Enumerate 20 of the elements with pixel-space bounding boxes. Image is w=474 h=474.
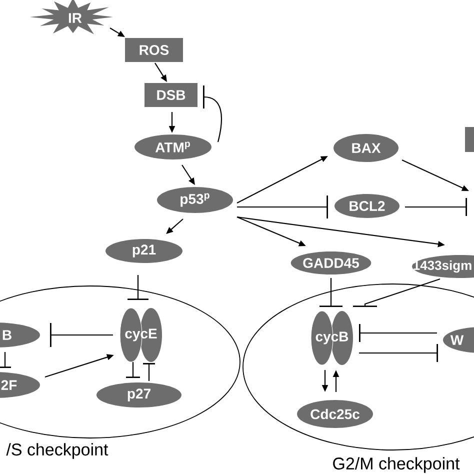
inhibition-line bbox=[128, 275, 148, 300]
checkpoint-label: /S checkpoint bbox=[6, 443, 108, 459]
inhibition-line bbox=[359, 344, 438, 362]
inhibition-line bbox=[359, 324, 437, 342]
inhibition-line bbox=[320, 278, 342, 307]
inhibition-line bbox=[353, 278, 440, 307]
inhibition-line bbox=[0, 352, 11, 368]
inhibition-line bbox=[143, 363, 155, 381]
inhibition-line bbox=[405, 198, 467, 216]
inhibition-line bbox=[126, 362, 140, 378]
inhibition-line bbox=[237, 196, 328, 218]
inhibition-line bbox=[50, 323, 113, 347]
process-box: DSB bbox=[144, 83, 198, 107]
protein-complex: cycE bbox=[120, 308, 162, 362]
box bbox=[465, 127, 474, 152]
process-box: ROS bbox=[125, 38, 183, 62]
protein-complex: cycB bbox=[310, 310, 353, 366]
starburst: IR bbox=[30, 0, 113, 34]
checkpoint-label: G2/M checkpoint bbox=[333, 457, 460, 473]
inhibition-line bbox=[203, 86, 222, 142]
